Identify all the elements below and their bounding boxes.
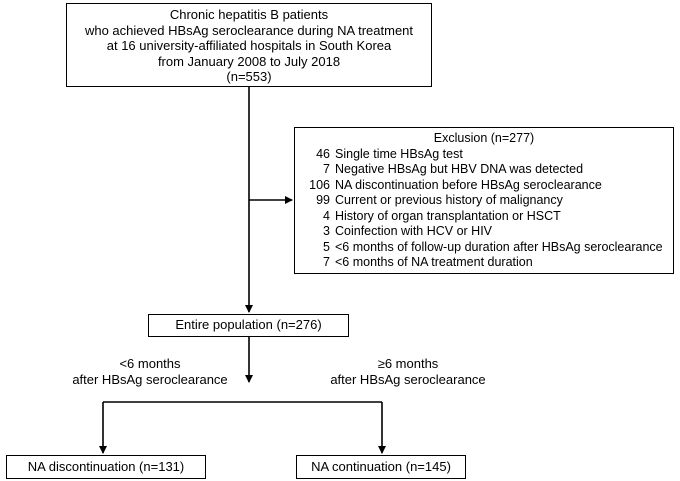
exclusion-item: 99 Current or previous history of malign…	[295, 193, 673, 209]
branch-label-left: <6 months after HBsAg seroclearance	[60, 356, 240, 387]
exclusion-count: 5	[323, 239, 330, 254]
exclusion-reason: History of organ transplantation or HSCT	[335, 208, 561, 223]
exclusion-count: 106	[309, 177, 330, 192]
na-discontinuation-label: NA discontinuation (n=131)	[27, 459, 185, 474]
exclusion-item: 7 <6 months of NA treatment duration	[295, 255, 673, 271]
branch-label-right: ≥6 months after HBsAg seroclearance	[318, 356, 498, 387]
exclusion-count: 7	[323, 162, 330, 176]
exclusion-count: 4	[323, 208, 330, 223]
exclusion-reason: Current or previous history of malignanc…	[335, 193, 563, 207]
source-line-3: at 16 university-affiliated hospitals in…	[106, 38, 392, 53]
exclusion-reason: NA discontinuation before HBsAg seroclea…	[335, 177, 602, 192]
exclusion-reason: <6 months of NA treatment duration	[335, 255, 533, 269]
exclusion-title: Exclusion (n=277)	[433, 131, 535, 145]
exclusion-reason: Negative HBsAg but HBV DNA was detected	[335, 162, 584, 176]
entire-population-label: Entire population (n=276)	[175, 317, 322, 332]
source-line-4: from January 2008 to July 2018	[157, 53, 341, 69]
exclusion-item: 46 Single time HBsAg test	[295, 147, 673, 163]
exclusion-item: 7 Negative HBsAg but HBV DNA was detecte…	[295, 162, 673, 178]
na-continuation-box: NA continuation (n=145)	[296, 455, 466, 479]
exclusion-item: 3 Coinfection with HCV or HIV	[295, 224, 673, 240]
exclusion-reason: Coinfection with HCV or HIV	[335, 224, 493, 238]
exclusion-count: 99	[316, 193, 330, 207]
exclusion-reason: <6 months of follow-up duration after HB…	[335, 239, 663, 254]
exclusion-count: 3	[323, 224, 330, 238]
exclusion-count: 7	[323, 255, 330, 269]
branch-left-line-1: <6 months	[119, 356, 181, 371]
source-count: (n=553)	[226, 69, 272, 84]
entire-population-box: Entire population (n=276)	[148, 314, 349, 337]
exclusion-item: 5 <6 months of follow-up duration after …	[295, 240, 673, 256]
source-line-1: Chronic hepatitis B patients	[169, 7, 329, 22]
exclusion-item: 106 NA discontinuation before HBsAg sero…	[295, 178, 673, 194]
source-line-2: who achieved HBsAg seroclearance during …	[84, 22, 414, 38]
branch-right-line-2: after HBsAg seroclearance	[330, 371, 486, 387]
branch-right-line-1: ≥6 months	[377, 356, 439, 371]
na-discontinuation-box: NA discontinuation (n=131)	[6, 455, 206, 479]
exclusion-reason: Single time HBsAg test	[335, 146, 463, 161]
source-population-box: Chronic hepatitis B patients who achieve…	[66, 3, 432, 87]
exclusion-item: 4 History of organ transplantation or HS…	[295, 209, 673, 225]
exclusion-box: Exclusion (n=277) 46 Single time HBsAg t…	[294, 127, 674, 274]
branch-left-line-2: after HBsAg seroclearance	[72, 371, 228, 387]
na-continuation-label: NA continuation (n=145)	[311, 459, 451, 474]
exclusion-count: 46	[316, 146, 330, 161]
